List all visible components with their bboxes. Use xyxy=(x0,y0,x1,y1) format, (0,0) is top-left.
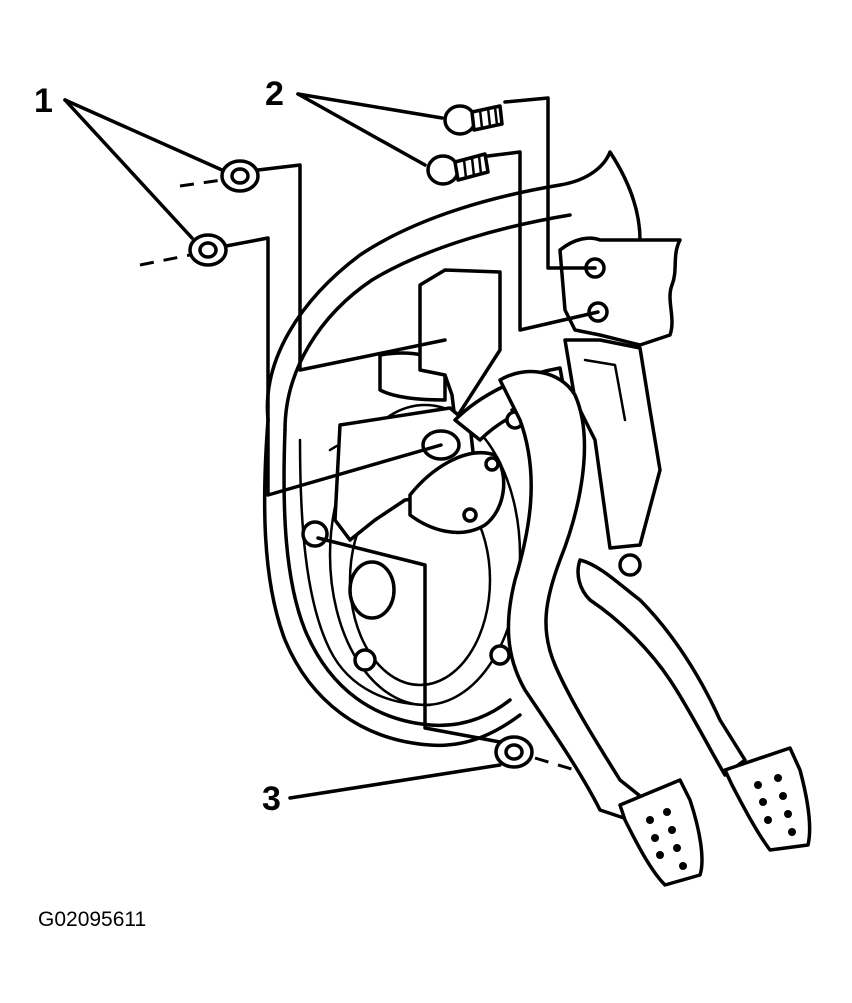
clutch-pedal xyxy=(498,369,704,887)
pedal-bracket xyxy=(333,268,567,542)
callout-label-3: 3 xyxy=(262,780,281,818)
nut-icon xyxy=(220,159,260,193)
callout-1: 1 xyxy=(34,82,447,497)
callout-label-1: 1 xyxy=(34,82,53,120)
callout-2: 2 xyxy=(265,75,600,332)
callout-label-2: 2 xyxy=(265,75,284,113)
clutch-pad-dots xyxy=(646,808,687,870)
nut-icon xyxy=(188,233,228,267)
upper-mount-block xyxy=(558,236,682,577)
callout-3: 3 xyxy=(262,536,576,818)
figure-code: G02095611 xyxy=(38,908,146,931)
bolt-icon xyxy=(443,104,504,136)
brake-pedal xyxy=(576,558,812,852)
bolt-icon xyxy=(426,152,490,186)
firewall-panel xyxy=(262,150,642,748)
brake-pad-dots xyxy=(754,774,796,836)
nut-icon xyxy=(494,735,534,769)
